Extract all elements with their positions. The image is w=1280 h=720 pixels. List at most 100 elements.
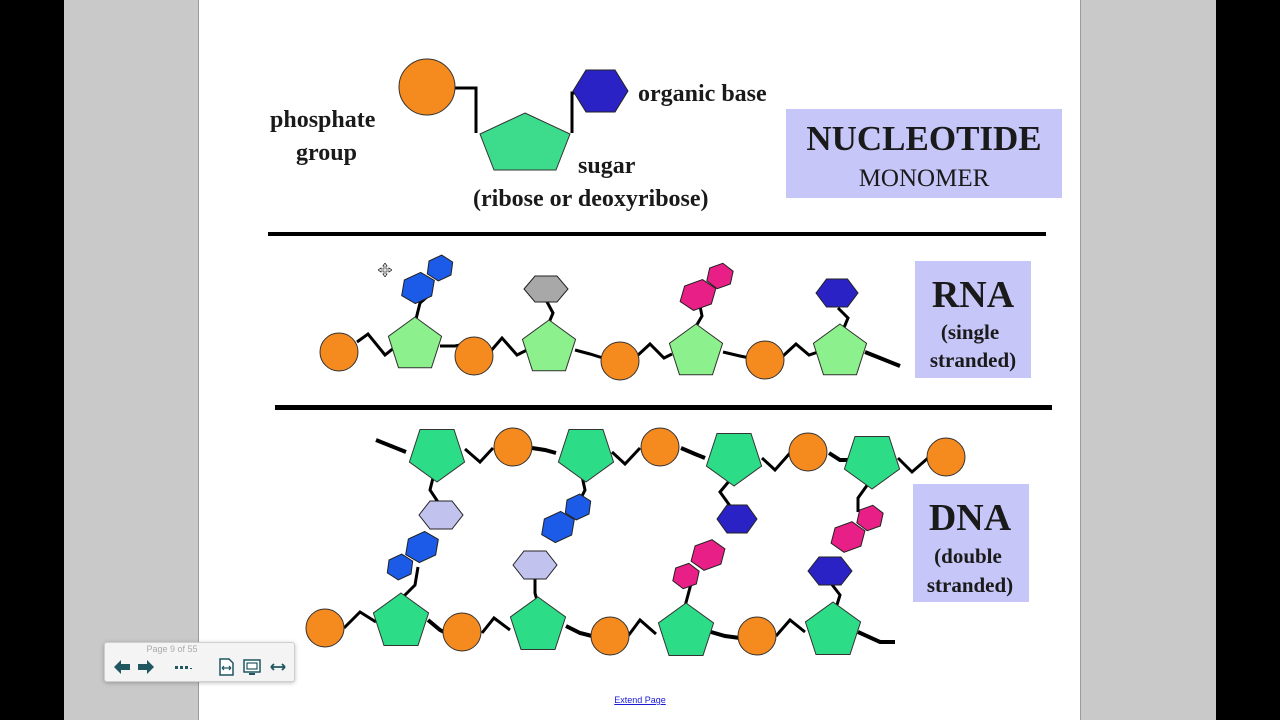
backbone-bond	[480, 615, 511, 634]
phosphate-circle	[442, 612, 482, 652]
sugar-pentagon	[509, 596, 567, 650]
phosphate-circle	[590, 616, 630, 656]
backbone-bond	[375, 438, 407, 454]
more-options-button[interactable]	[173, 656, 195, 678]
page-indicator: Page 9 of 55	[146, 644, 198, 654]
backbone-bond	[565, 624, 593, 638]
sugar-pentagon	[387, 316, 443, 369]
dna-badge	[913, 484, 1029, 602]
arrow-right-icon	[138, 660, 154, 674]
fit-page-icon	[243, 659, 261, 675]
backbone-bond	[864, 350, 901, 368]
base-hexagon	[716, 504, 758, 534]
base-hexagon	[679, 278, 717, 312]
phosphate-circle	[737, 616, 777, 656]
backbone-bond	[781, 341, 819, 358]
sugar-pentagon	[668, 323, 724, 376]
arrow-left-icon	[114, 660, 130, 674]
divider-top	[268, 232, 1046, 236]
previous-page-button[interactable]	[111, 656, 133, 678]
backbone-bond	[531, 446, 557, 455]
backbone-bond	[693, 305, 704, 329]
viewer-gutter-left	[64, 0, 198, 720]
backbone-bond	[857, 630, 895, 644]
rna-sub-line2: stranded)	[930, 348, 1016, 372]
backbone-bond	[574, 348, 604, 360]
base-hexagon	[418, 500, 464, 530]
phosphate-circle	[926, 437, 966, 477]
backbone-bond	[464, 446, 495, 465]
phosphate-label-line1: phosphate	[270, 107, 376, 133]
backbone-bond	[426, 618, 445, 634]
phosphate-circle	[745, 340, 785, 380]
next-page-button[interactable]	[135, 656, 157, 678]
sugar-pentagon	[657, 602, 715, 656]
phosphate-circle	[398, 58, 456, 116]
backbone-bond	[610, 446, 642, 467]
base-hexagon	[572, 69, 629, 113]
extend-page-link[interactable]: Extend Page	[614, 695, 666, 705]
organic-base-label: organic base	[638, 81, 767, 107]
base-hexagon	[523, 275, 569, 303]
backbone-bond	[896, 456, 929, 475]
sugar-pentagon	[521, 319, 577, 372]
badge-title: NUCLEOTIDE	[806, 119, 1041, 158]
sugar-pentagon	[408, 429, 466, 483]
base-hexagon	[830, 521, 866, 553]
backbone-bond	[626, 617, 657, 637]
backbone-bond	[635, 341, 673, 360]
base-hexagon	[386, 553, 414, 581]
phosphate-circle	[319, 332, 359, 372]
rna-strand	[319, 254, 901, 381]
base-hexagon	[706, 262, 734, 290]
backbone-bond	[836, 306, 850, 331]
nucleotide-monomer: phosphate group organic base sugar (ribo…	[270, 58, 1062, 212]
base-hexagon	[405, 530, 439, 564]
backbone-bond	[774, 617, 806, 637]
phosphate-circle	[600, 341, 640, 381]
base-hexagon	[512, 550, 558, 580]
fit-width-icon	[219, 658, 234, 676]
fit-width-button[interactable]	[215, 656, 237, 678]
divider-middle	[275, 405, 1052, 410]
move-cursor-icon	[378, 263, 392, 277]
phosphate-circle	[454, 336, 494, 376]
expand-button[interactable]	[267, 656, 289, 678]
backbone-bond	[710, 630, 741, 640]
backbone-bond	[342, 610, 377, 630]
backbone-bond	[718, 479, 735, 511]
base-hexagon	[807, 556, 853, 586]
backbone-bond	[827, 451, 848, 462]
backbone-bond	[680, 446, 706, 460]
base-hexagon	[401, 271, 435, 305]
rna-badge	[915, 261, 1031, 378]
phosphate-circle	[640, 427, 680, 467]
badge-subtitle: MONOMER	[859, 165, 990, 192]
sugar-pentagon	[812, 323, 868, 376]
expand-horizontal-icon	[270, 663, 286, 671]
backbone-bond	[356, 331, 396, 358]
sugar-pentagon	[372, 592, 430, 646]
sugar-pentagon	[557, 429, 615, 483]
ellipsis-icon	[175, 666, 192, 669]
backbone-bond	[856, 483, 870, 512]
sugar-pentagon	[843, 436, 901, 490]
base-hexagon	[426, 254, 454, 282]
sugar-sublabel: (ribose or deoxyribose)	[473, 186, 709, 212]
dna-sub-line2: stranded)	[927, 573, 1013, 597]
backbone-bond	[760, 452, 792, 473]
base-hexagon	[856, 504, 884, 532]
sugar-pentagon	[705, 433, 763, 487]
base-hexagon	[541, 510, 575, 544]
backbone-bond	[828, 581, 842, 609]
phosphate-circle	[305, 608, 345, 648]
viewer-gutter-right	[1081, 0, 1216, 720]
base-hexagon	[815, 278, 859, 308]
fit-page-button[interactable]	[241, 656, 263, 678]
rna-sub-line1: (single	[941, 320, 999, 344]
rna-title: RNA	[932, 274, 1015, 316]
sugar-pentagon	[479, 112, 571, 171]
backbone-bond	[488, 335, 528, 357]
